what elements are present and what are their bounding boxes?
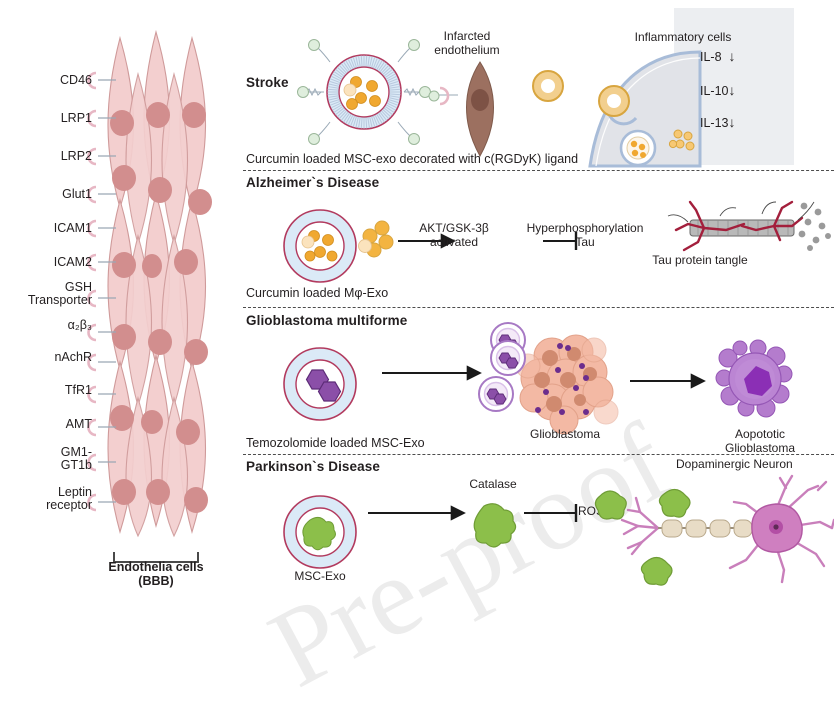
divider-glioblastoma-parkinson bbox=[243, 454, 834, 455]
dopaminergic-neuron-illustration bbox=[594, 474, 834, 586]
catalase-label: Catalase bbox=[469, 477, 517, 491]
receptor-label-lrp2: LRP2 bbox=[60, 149, 92, 163]
tau-tangle-label: Tau protein tangle bbox=[652, 253, 748, 267]
divider-stroke-alzheimer bbox=[243, 170, 834, 171]
receptor-label-lrp1: LRP1 bbox=[60, 111, 92, 125]
parkinson-exo-label: MSC-Exo bbox=[294, 569, 346, 583]
cytokine-il8-name: IL-8 bbox=[700, 50, 722, 64]
glioblastoma-exosome-incoming bbox=[490, 340, 526, 376]
receptor-label-leptin-receptor: Leptin receptor bbox=[46, 485, 92, 512]
bbb-caption: Endothelia cells (BBB) bbox=[108, 560, 204, 588]
cytokine-il10-name: IL-10 bbox=[700, 84, 729, 98]
cytokine-il8-arrow: ↓ bbox=[728, 48, 736, 64]
glioblastoma-arrow-1 bbox=[382, 365, 482, 381]
divider-alzheimer-glioblastoma bbox=[243, 307, 834, 308]
inflammatory-cell-uptake bbox=[532, 50, 702, 168]
tau-protein-tangle-illustration bbox=[667, 200, 831, 252]
alzheimer-pathway-node: AKT/GSK-3β activated bbox=[419, 221, 489, 249]
receptor-label-nachr: nAchR bbox=[54, 350, 92, 364]
glioblastoma-tumor-label: Glioblastoma bbox=[529, 427, 601, 441]
glioblastoma-caption: Temozolomide loaded MSC-Exo bbox=[246, 436, 425, 450]
cytokine-il13: IL-13↓ bbox=[700, 114, 736, 130]
figure-canvas: Pre-proof bbox=[27, 8, 834, 711]
glioblastoma-arrow-2 bbox=[630, 373, 706, 389]
receptor-label-gm1-gt1b: GM1- GT1b bbox=[60, 445, 92, 472]
cytokine-il13-arrow: ↓ bbox=[728, 114, 736, 130]
bbb-endothelium-illustration bbox=[87, 29, 212, 563]
cytokine-il10: IL-10↓ bbox=[700, 82, 736, 98]
receptor-label-alpha2beta3: α₂β₃ bbox=[67, 318, 92, 332]
parkinson-inhibition-arrow bbox=[524, 504, 578, 522]
alzheimer-pathway-target: Hyperphosphorylation Tau bbox=[526, 221, 644, 249]
stroke-exosome-crgdyk bbox=[297, 39, 431, 145]
alzheimer-released-curcumin bbox=[358, 220, 394, 258]
panel-title-glioblastoma: Glioblastoma multiforme bbox=[246, 313, 408, 328]
catalase-enzyme-shape bbox=[473, 503, 517, 548]
infarcted-endothelium-label: Infarcted endothelium bbox=[434, 29, 500, 57]
receptor-label-gsh-transporter: GSH Transporter bbox=[27, 280, 92, 307]
apoptotic-glioblastoma-label: Aopototic Glioblastoma bbox=[724, 427, 796, 455]
alzheimer-pathway-arrows bbox=[398, 232, 578, 250]
receptor-label-cd46: CD46 bbox=[60, 73, 92, 87]
inflammatory-cells-label: Inflammatory cells bbox=[634, 30, 732, 44]
panel-title-stroke: Stroke bbox=[246, 75, 289, 90]
parkinson-exosome-catalase bbox=[283, 495, 357, 569]
infarcted-endothelium-cell bbox=[428, 61, 494, 158]
glioblastoma-exosome-tmz bbox=[283, 347, 357, 421]
parkinson-arrow bbox=[368, 505, 466, 521]
stroke-caption: Curcumin loaded MSC-exo decorated with c… bbox=[246, 152, 579, 166]
cytokine-il10-arrow: ↓ bbox=[728, 82, 736, 98]
panel-title-alzheimer: Alzheimer`s Disease bbox=[246, 175, 380, 190]
receptor-label-tfr1: TfR1 bbox=[64, 383, 92, 397]
cytokine-il8: IL-8 ↓ bbox=[700, 48, 736, 64]
receptor-label-icam1: ICAM1 bbox=[53, 221, 92, 235]
receptor-label-amt: AMT bbox=[65, 417, 92, 431]
alzheimer-exosome-curcumin bbox=[283, 209, 357, 283]
apoptotic-glioblastoma-cell bbox=[715, 339, 793, 418]
cytokine-il13-name: IL-13 bbox=[700, 116, 729, 130]
receptor-label-glut1: Glut1 bbox=[62, 187, 92, 201]
receptor-label-icam2: ICAM2 bbox=[53, 255, 92, 269]
dopaminergic-neuron-label: Dopaminergic Neuron bbox=[676, 457, 793, 471]
panel-title-parkinson: Parkinson`s Disease bbox=[246, 459, 380, 474]
alzheimer-caption: Curcumin loaded Mφ-Exo bbox=[246, 286, 389, 300]
